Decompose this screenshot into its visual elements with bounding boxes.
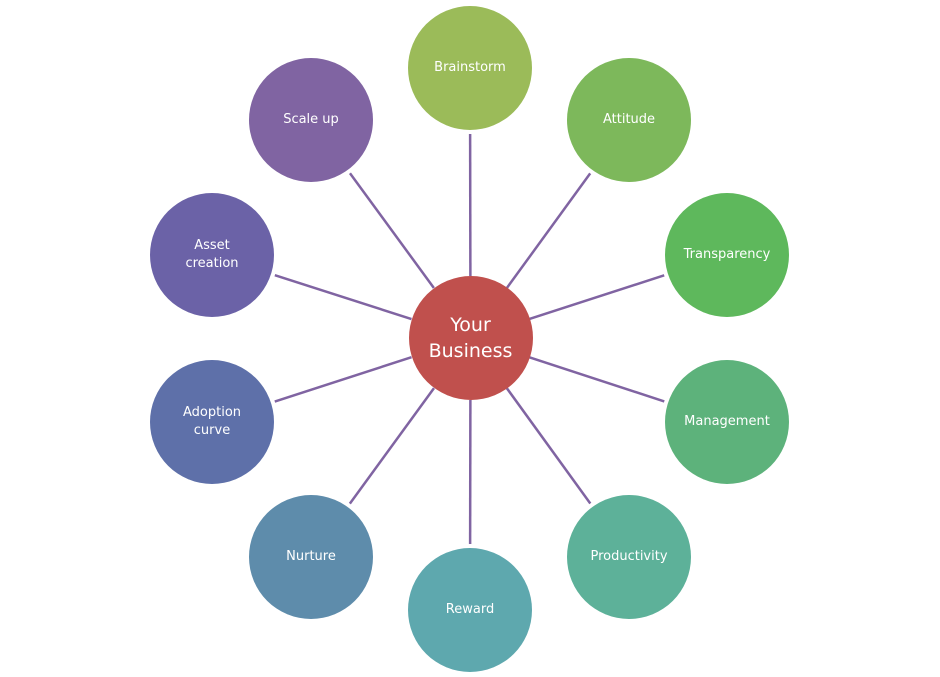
node-asset-creation: Asset creation: [150, 193, 274, 317]
connector-line: [348, 387, 436, 505]
connector-line: [529, 356, 665, 403]
node-label: Attitude: [602, 112, 656, 127]
node-label: Reward: [445, 602, 495, 617]
node-adoption-curve: Adoption curve: [150, 360, 274, 484]
node-label: Productivity: [590, 549, 668, 564]
center-label-line1: Your: [450, 314, 491, 336]
node-attitude: Attitude: [567, 58, 691, 182]
node-label: Transparency: [683, 247, 771, 262]
node-management: Management: [665, 360, 789, 484]
connector-line: [348, 172, 435, 289]
node-label: Adoption curve: [182, 405, 242, 438]
connector-line: [505, 387, 592, 505]
center-label-line2: Business: [428, 340, 513, 362]
node-transparency: Transparency: [665, 193, 789, 317]
connector-line: [505, 172, 592, 289]
node-nurture: Nurture: [249, 495, 373, 619]
connector-line: [274, 355, 412, 403]
node-label: Brainstorm: [434, 60, 506, 75]
node-label: Asset creation: [185, 238, 239, 271]
connector-line: [529, 274, 665, 321]
connector-line: [274, 273, 412, 321]
node-label: Scale up: [283, 112, 339, 127]
node-reward: Reward: [408, 548, 532, 672]
node-label: Management: [684, 414, 770, 429]
node-brainstorm: Brainstorm: [408, 6, 532, 130]
node-productivity: Productivity: [567, 495, 691, 619]
node-scale-up: Scale up: [249, 58, 373, 182]
node-label: Nurture: [286, 549, 336, 564]
